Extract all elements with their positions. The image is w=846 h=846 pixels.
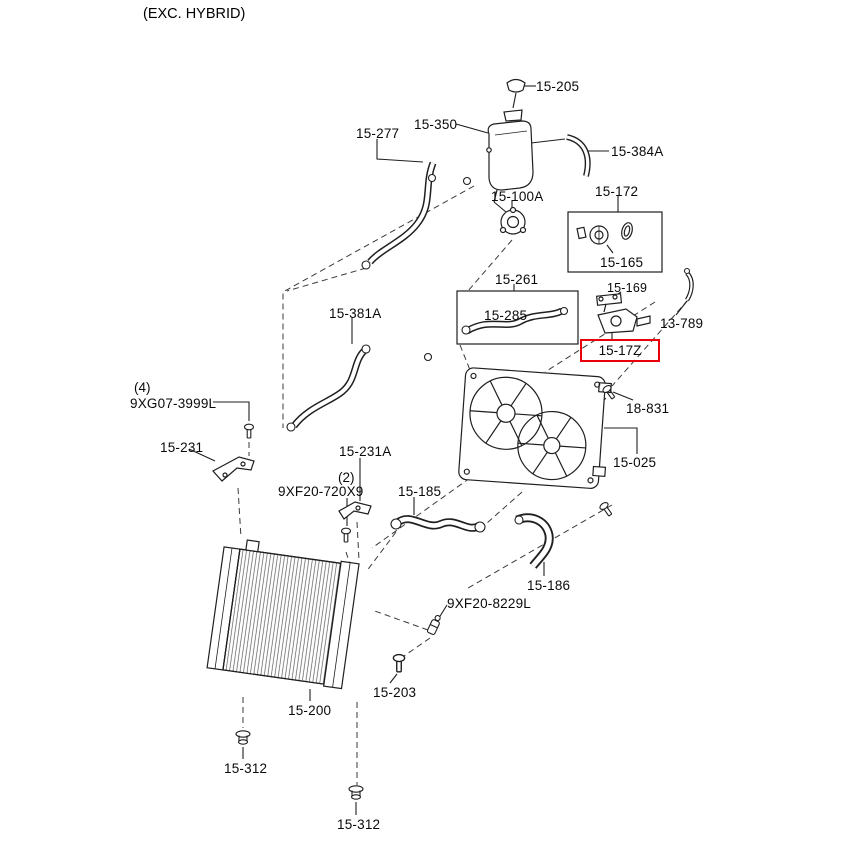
part-label-18-831[interactable]: 18-831 [626,401,670,416]
part-label-15-384A[interactable]: 15-384A [611,144,664,159]
part-label-15-203[interactable]: 15-203 [373,685,417,700]
overflow-hose-illustration [683,267,694,302]
part-label-15-185[interactable]: 15-185 [398,484,442,499]
water-flange-illustration [499,206,527,235]
part-label-15-200[interactable]: 15-200 [288,703,332,718]
part-label-15-381A[interactable]: 15-381A [329,306,382,321]
part-label-15-261[interactable]: 15-261 [495,272,539,287]
part-group-boxes [456,211,663,345]
part-label-15-025[interactable]: 15-025 [613,455,657,470]
assembly-dashed-lines [237,185,689,785]
water-outlet-illustration [595,293,651,334]
part-label-15-169[interactable]: 15-169 [607,281,648,295]
part-label-13-789[interactable]: 13-789 [660,316,704,331]
part-label-15-231A[interactable]: 15-231A [339,444,392,459]
part-label-15-205[interactable]: 15-205 [536,79,580,94]
hose-illustrations [291,134,591,569]
part-label-15-231[interactable]: 15-231 [160,440,204,455]
part-label-15-285[interactable]: 15-285 [484,308,528,323]
clamps-and-fittings [286,173,569,533]
part-label-9XF20-8229L[interactable]: 9XF20-8229L [447,596,532,611]
highlighted-part-box[interactable]: 15-17Z [580,339,660,362]
thermostat-illustration [576,222,633,245]
part-label-15-312-left[interactable]: 15-312 [224,761,268,776]
reservoir-illustration [486,78,534,203]
variant-note: (EXC. HYBRID) [143,6,246,22]
fasteners [235,383,618,800]
part-label-15-277[interactable]: 15-277 [356,126,400,141]
mounting-brackets [212,456,372,520]
fan-assembly-illustration [458,367,612,489]
part-label-15-312-bottom[interactable]: 15-312 [337,817,381,832]
radiator-illustration [206,539,360,690]
part-label-15-17Z[interactable]: 15-17Z [598,343,642,358]
part-label-15-350[interactable]: 15-350 [414,117,458,132]
part-label-15-172[interactable]: 15-172 [595,184,639,199]
part-label-9XG07-3999L[interactable]: 9XG07-3999L [130,396,217,411]
quantity-note-2: (2) [338,470,355,485]
quantity-note-4: (4) [134,380,151,395]
part-label-15-100A[interactable]: 15-100A [491,189,544,204]
part-label-9XF20-720X9[interactable]: 9XF20-720X9 [278,484,364,499]
part-label-15-165[interactable]: 15-165 [600,255,644,270]
part-label-15-186[interactable]: 15-186 [527,578,571,593]
